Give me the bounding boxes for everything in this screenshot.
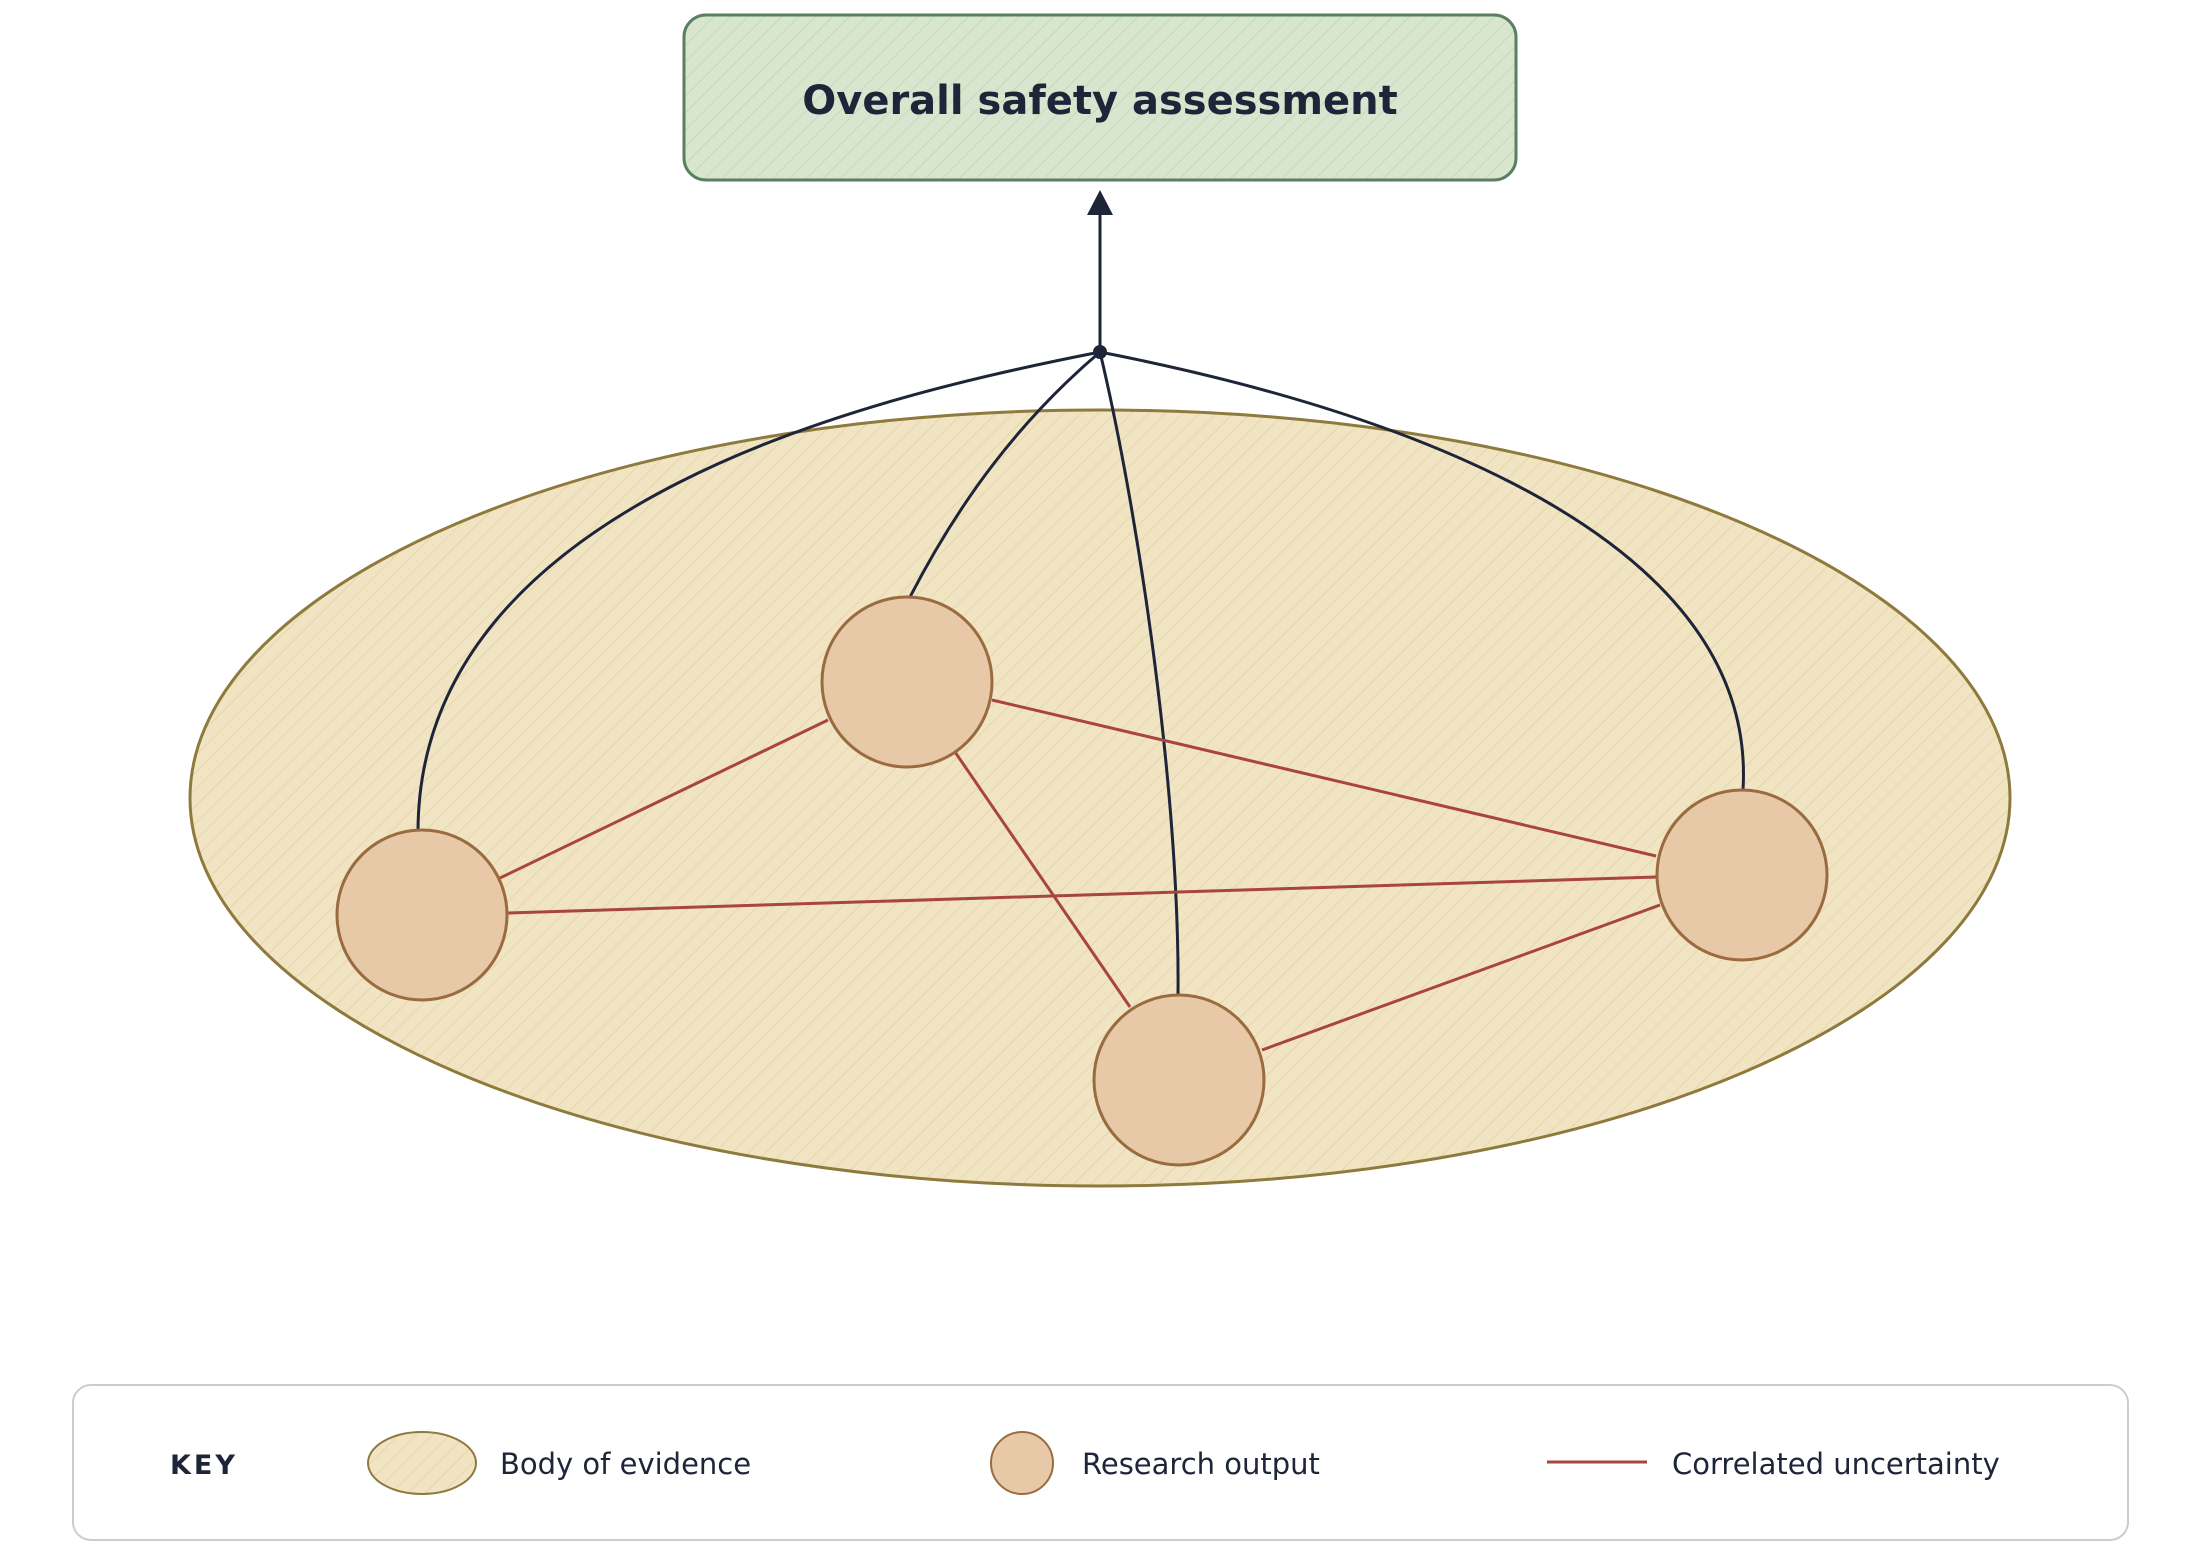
- research-outputs: [335, 595, 1829, 1167]
- aggregation-link-left: [416, 350, 1101, 831]
- key-correlated-uncertainty-label: Correlated uncertainty: [1672, 1447, 2000, 1481]
- correlation-link-topcenter-right: [991, 698, 1657, 858]
- key-research-output-swatch: [990, 1431, 1054, 1495]
- aggregation-arrow-head: [1087, 190, 1113, 215]
- aggregation-arrow: [1087, 190, 1113, 352]
- overall-assessment-box: Overall safety assessment: [682, 13, 1518, 182]
- aggregation-link-bottom-center: [1098, 351, 1180, 996]
- aggregation-link-right: [1099, 350, 1745, 791]
- correlation-link-left-topcenter: [499, 718, 829, 880]
- key-box: [72, 1384, 2129, 1541]
- aggregation-links: [416, 350, 1745, 996]
- key-body-of-evidence-swatch: [367, 1431, 477, 1495]
- correlation-link-bottomcenter-right: [1261, 903, 1661, 1052]
- body-of-evidence-ellipse: [188, 408, 2012, 1188]
- research-output-left: [335, 828, 509, 1002]
- research-output-bottom-center: [1092, 993, 1266, 1167]
- key-body-of-evidence-label: Body of evidence: [500, 1447, 751, 1481]
- assessment-box-label: Overall safety assessment: [802, 78, 1398, 124]
- aggregation-link-top-center: [908, 350, 1101, 598]
- aggregation-hub-node: [1093, 345, 1107, 359]
- correlated-uncertainty-links: [499, 698, 1661, 1052]
- research-output-top-center: [820, 595, 994, 769]
- correlation-link-left-right: [507, 875, 1658, 915]
- research-output-right: [1655, 788, 1829, 962]
- assessment-box-shape: [682, 13, 1518, 182]
- key-research-output-label: Research output: [1082, 1447, 1320, 1481]
- key-legend: KEY Body of evidence Research output Cor…: [72, 1384, 2129, 1541]
- key-heading: KEY: [170, 1450, 238, 1481]
- correlation-link-topcenter-bottomcenter: [953, 751, 1132, 1008]
